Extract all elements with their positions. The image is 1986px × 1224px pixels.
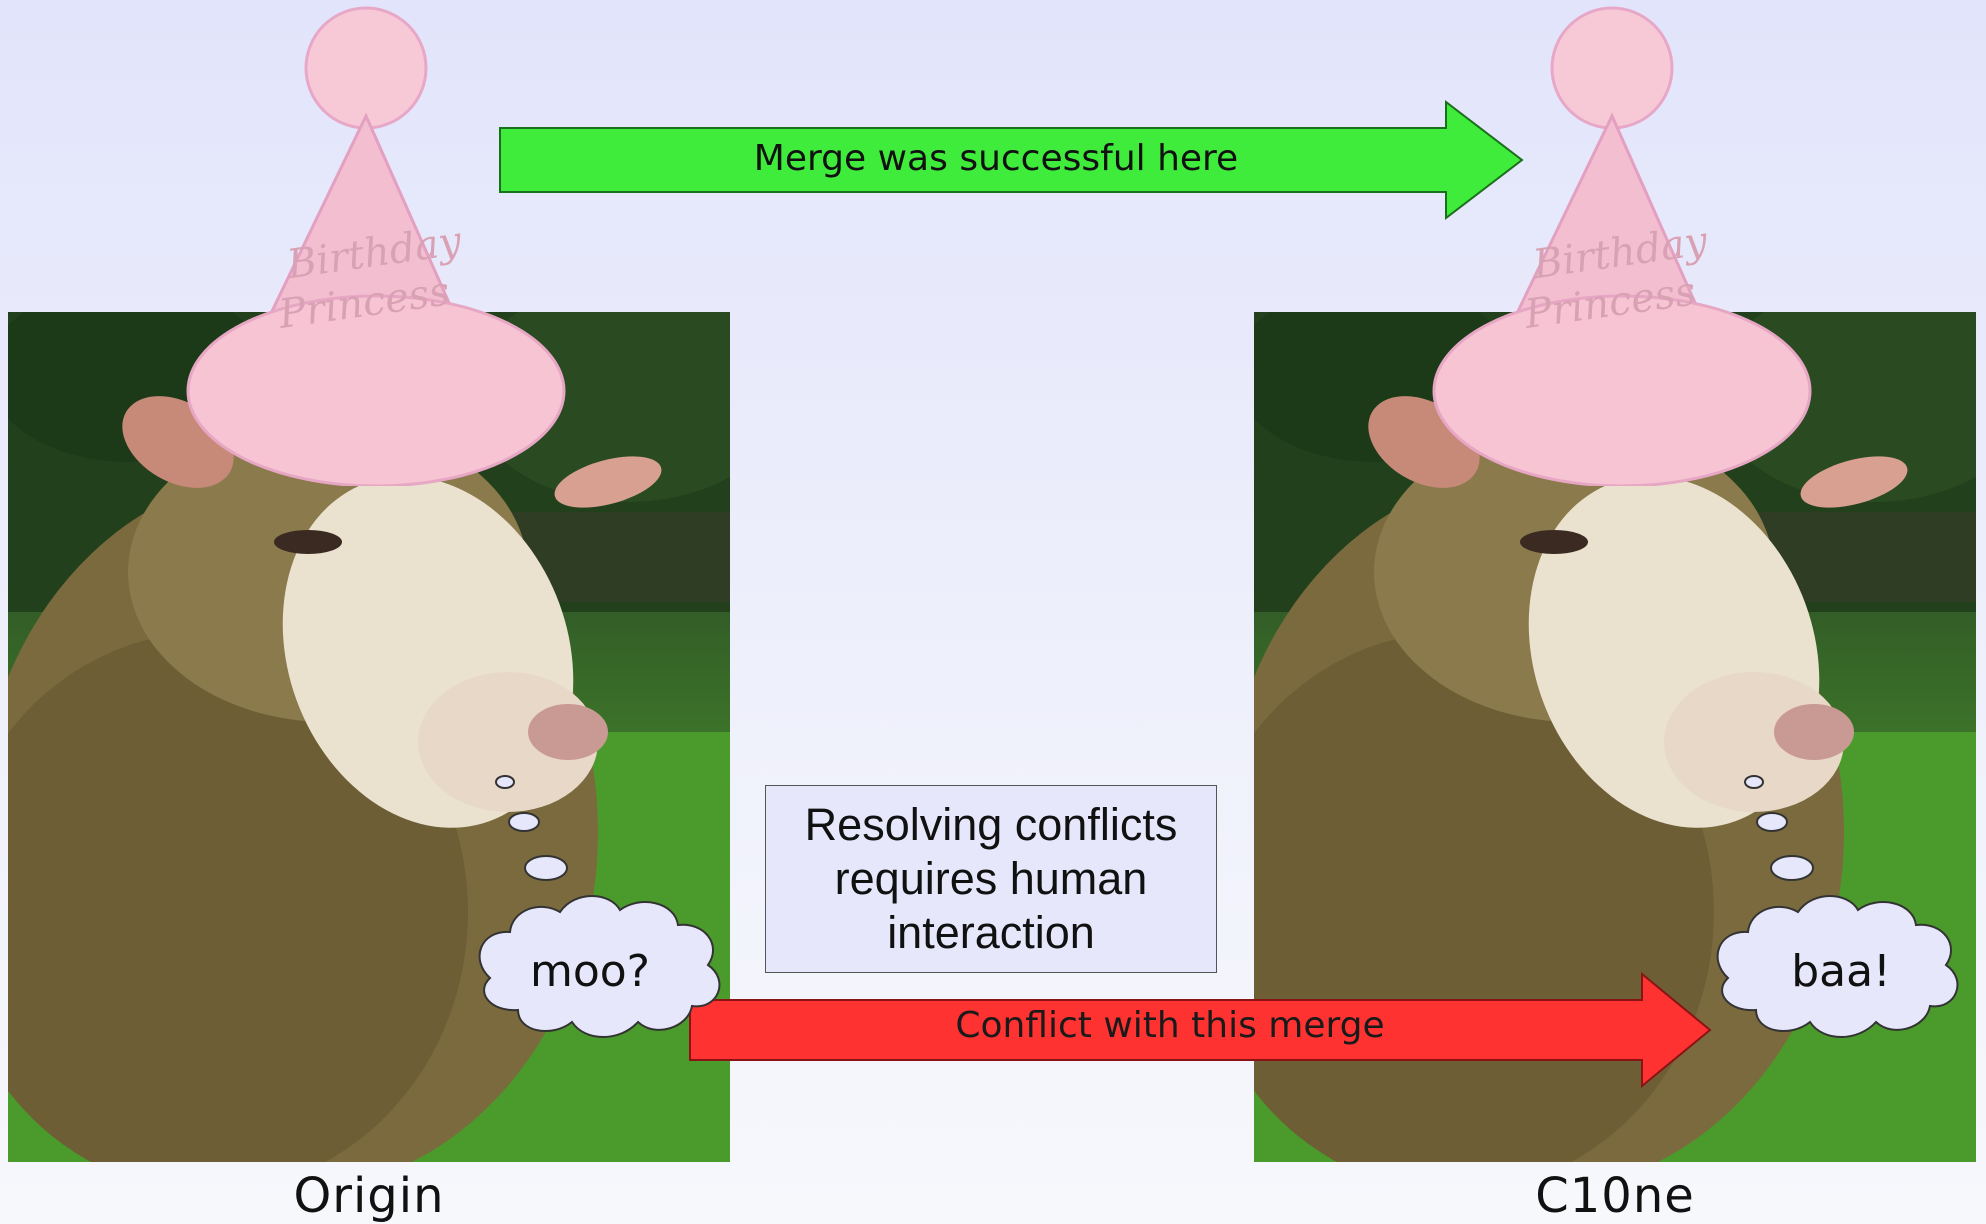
birthday-hat-clone: Birthday Princess bbox=[1432, 6, 1812, 490]
origin-caption: Origin bbox=[293, 1168, 445, 1224]
merge-success-arrow: Merge was successful here bbox=[498, 100, 1524, 220]
merge-conflict-arrow: Conflict with this merge bbox=[688, 972, 1712, 1088]
clone-caption: C10ne bbox=[1535, 1168, 1695, 1224]
clone-thought-text: baa! bbox=[1791, 946, 1891, 997]
merge-arrow-label: Merge was successful here bbox=[753, 138, 1239, 179]
origin-sheep-image bbox=[8, 312, 730, 1162]
conflict-arrow-label: Conflict with this merge bbox=[955, 1005, 1385, 1046]
birthday-hat-origin: Birthday Princess bbox=[186, 6, 566, 490]
resolve-conflicts-note: Resolving conflicts requires human inter… bbox=[765, 785, 1217, 973]
thought-bubble-origin: moo? bbox=[460, 770, 740, 1064]
origin-thought-text: moo? bbox=[529, 946, 651, 997]
thought-bubble-clone: baa! bbox=[1706, 770, 1986, 1064]
